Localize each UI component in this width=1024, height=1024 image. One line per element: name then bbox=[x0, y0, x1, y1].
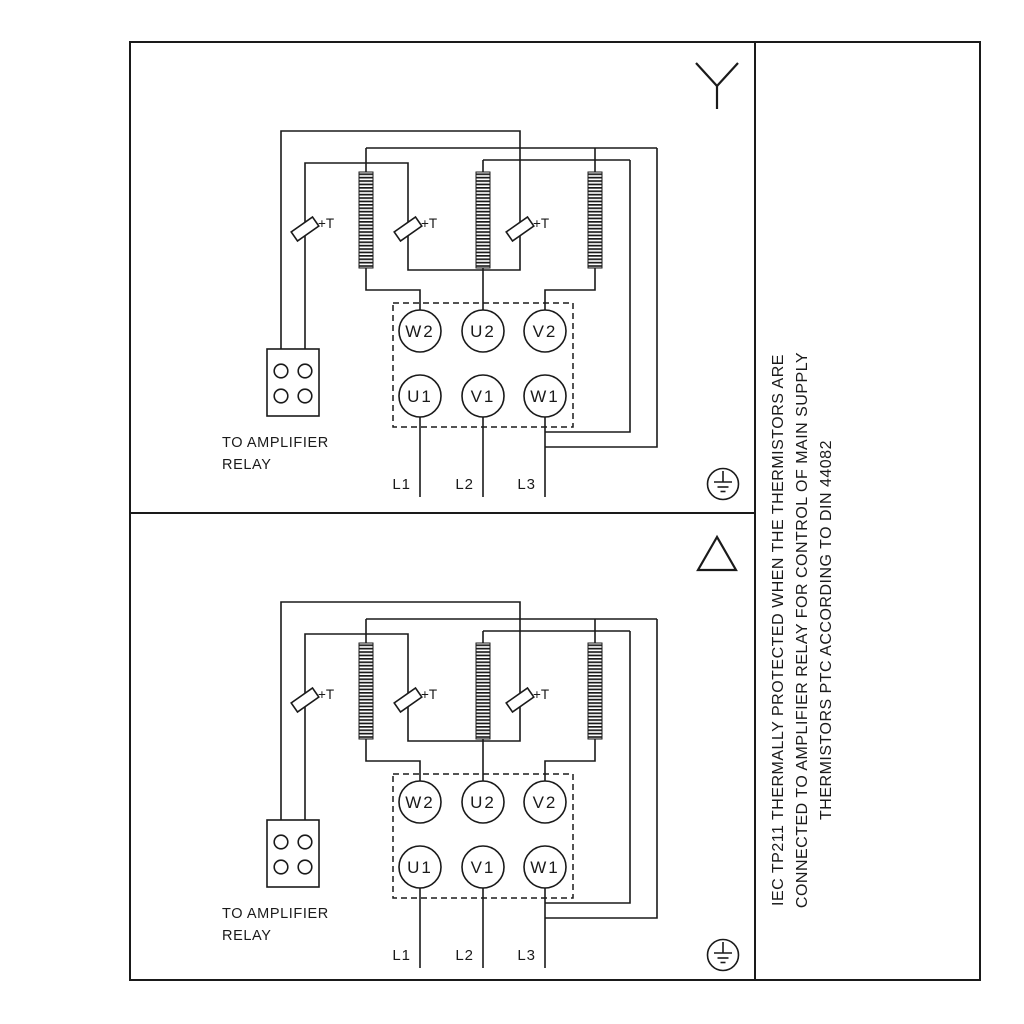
star-connection-icon bbox=[695, 62, 739, 109]
diagram-border bbox=[129, 41, 981, 981]
side-note-line-3: THERMISTORS PTC ACCORDING TO DIN 44082 bbox=[818, 440, 835, 820]
delta-connection-icon bbox=[696, 534, 738, 572]
side-note-line-2: CONNECTED TO AMPLIFIER RELAY FOR CONTROL… bbox=[794, 352, 811, 908]
side-note-line-1: IEC TP211 THERMALLY PROTECTED WHEN THE T… bbox=[770, 354, 787, 906]
